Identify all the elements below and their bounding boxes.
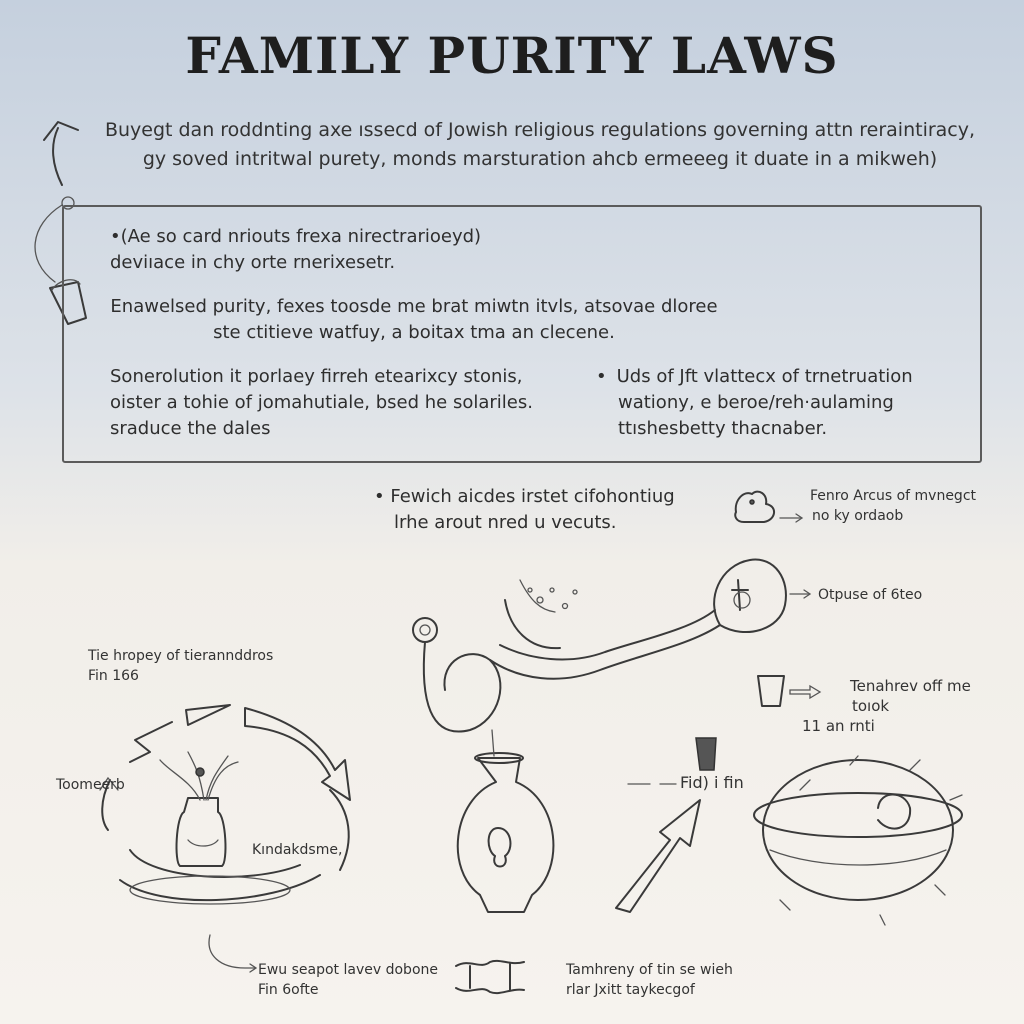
mid-bullet-line-2: lrhe arout nred u vecuts. — [394, 512, 617, 533]
clasp-icon — [455, 959, 525, 995]
mid-bullet-line-1: • Fewich aicdes irstet cifohontiug — [374, 486, 675, 507]
intro-line-2: gy soved intritwal purety, monds marstur… — [142, 148, 938, 170]
label-top-right-1: Fenro Arcus of mvnegct — [810, 488, 977, 504]
box-bullet-1-line-1: •(Ae so card nriouts frexa nirectrarioey… — [110, 226, 482, 247]
page-title: FAMILY PURITY LAWS — [185, 26, 839, 85]
label-toome: Toomeerb — [56, 777, 125, 793]
intro-text: Buyegt dan roddnting axe ıssecd of Jowis… — [90, 116, 990, 174]
label-bottom-left: Ewu seapot lavev dobone Fin 6ofte — [258, 960, 438, 1000]
box-left-text: Sonerolution it porlaey firreh etearixcy… — [110, 364, 533, 442]
box-left-line-2: oister a tohie of jomahutiale, bsed he s… — [110, 392, 533, 413]
label-jar-1: Tenahrev off me — [850, 677, 971, 695]
label-bottom-left-1: Ewu seapot lavev dobone — [258, 962, 438, 978]
label-kindaksme: Kındakdsme, — [252, 842, 343, 858]
box-left-line-1: Sonerolution it porlaey firreh etearixcy… — [110, 366, 523, 387]
label-cycle-2: Fin 166 — [88, 668, 139, 684]
label-tube: Otpuse of 6teo — [818, 587, 923, 603]
box-left-line-3: sraduce the dales — [110, 418, 271, 439]
label-top-right-2: no ky ordaob — [812, 508, 904, 524]
box-center-text: Enawelsed purity, fexes toosde me brat m… — [104, 294, 724, 346]
box-right-text: •Uds of Jft vlattecx of trnetruation wat… — [596, 364, 913, 442]
mikveh-bowl-icon — [753, 755, 963, 926]
box-bullet-1: •(Ae so card nriouts frexa nirectrarioey… — [110, 224, 481, 276]
label-bottom-left-2: Fin 6ofte — [258, 982, 319, 998]
fountain-hose-icon — [412, 558, 812, 733]
box-bullet-1-line-2: deviıace in chy orte rnerixesetr. — [110, 252, 396, 273]
box-center-line-1: Enawelsed purity, fexes toosde me brat m… — [110, 296, 718, 317]
label-jar-2: toıok — [852, 697, 890, 715]
label-cycle: Tie hropey of tierannddros Fin 166 — [88, 646, 273, 686]
box-right-line-2: wationy, e beroe/reh·aulaming — [618, 392, 894, 413]
mid-bullet: • Fewich aicdes irstet cifohontiug lrhe … — [374, 484, 675, 536]
rubber-duck-icon — [734, 490, 804, 523]
box-center-line-2: ste ctitieve watfuy, a boitax tma an cle… — [213, 322, 615, 343]
label-fid: Fid) i fin — [680, 773, 744, 792]
up-arrow-icon — [43, 121, 79, 186]
label-jar-3: 11 an rnti — [802, 717, 875, 735]
intro-line-1: Buyegt dan roddnting axe ıssecd of Jowis… — [104, 119, 976, 141]
label-bottom-right-1: Tamhreny of tin se wieh — [566, 962, 733, 978]
label-jar: Tenahrev off me toıok 11 an rnti — [802, 676, 971, 736]
diagonal-arrow — [615, 737, 717, 913]
box-right-line-1: •Uds of Jft vlattecx of trnetruation — [596, 366, 913, 387]
cycle-arrows — [99, 704, 351, 905]
label-bottom-right: Tamhreny of tin se wieh rlar Jxitt tayke… — [566, 960, 733, 1000]
info-box — [62, 205, 982, 463]
vase-icon — [159, 751, 239, 867]
label-cycle-1: Tie hropey of tierannddros — [88, 648, 274, 664]
clay-pot-icon — [456, 729, 555, 913]
label-bottom-right-2: rlar Jxitt taykecgof — [566, 982, 695, 998]
box-right-line-3: ttıshesbetty thacnaber. — [618, 418, 828, 439]
cup-icon — [757, 675, 822, 707]
label-top-right: Fenro Arcus of mvnegct no ky ordaob — [810, 486, 976, 526]
